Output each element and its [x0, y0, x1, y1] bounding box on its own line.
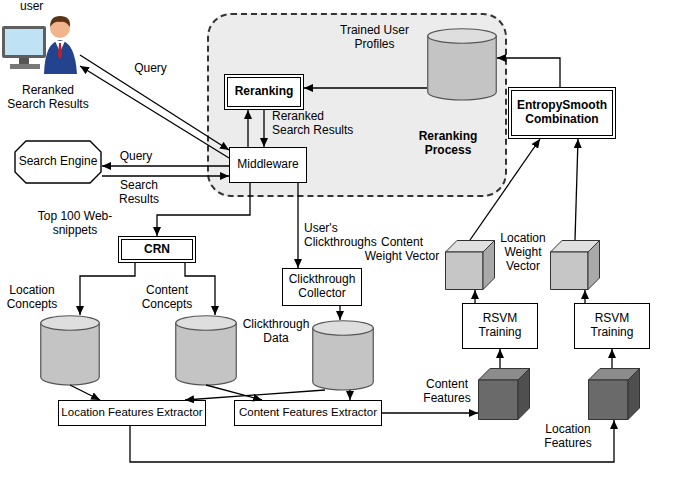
node-label: Content Features Extractor	[237, 406, 379, 419]
data-store: Content Concepts	[128, 282, 240, 387]
cylinder-body	[41, 323, 100, 385]
cube-side	[483, 241, 495, 290]
connector-arrow	[611, 349, 612, 368]
person-hair	[50, 16, 70, 27]
person-tie	[58, 43, 62, 59]
cube-side	[588, 241, 600, 290]
cube-front	[589, 380, 629, 420]
edge-label: Search Results	[108, 179, 170, 207]
connector-arrow	[474, 290, 475, 303]
person-suit	[44, 40, 77, 74]
data-store: Clickthrough Data	[240, 306, 378, 392]
weight-vector-cube: Content Weight Vector	[362, 232, 497, 292]
connector-arrow	[584, 290, 585, 303]
edge-label: Query	[128, 62, 173, 76]
cube-front	[479, 380, 519, 420]
region-label: Reranking Process	[402, 130, 494, 158]
node-label: Location Weight Vector	[497, 232, 549, 273]
node-label: Clickthrough Collector	[285, 273, 359, 301]
cube-front	[551, 252, 589, 290]
user-icon-shape	[0, 12, 80, 74]
node-label: Location Concepts	[0, 284, 64, 312]
feature-cube: Location Features	[536, 366, 642, 454]
user-icon: user	[0, 0, 100, 76]
monitor-screen	[5, 29, 43, 55]
connector-arrow	[70, 385, 100, 400]
connector-arrow	[206, 385, 262, 400]
connector-arrow	[130, 420, 614, 462]
cylinder-body	[428, 36, 497, 100]
cube-side	[628, 369, 640, 420]
data-store-shape	[175, 315, 237, 385]
cube-front	[446, 252, 484, 290]
octagon-outline	[15, 141, 101, 183]
node-label: Middleware	[232, 158, 304, 172]
process-box: Reranking	[224, 74, 304, 110]
node-label: Content Features	[418, 378, 476, 406]
process-box: Clickthrough Collector	[282, 268, 362, 306]
process-box: Content Features Extractor	[234, 400, 382, 426]
edge-label: Reranked Search Results	[4, 84, 92, 112]
process-box: RSVM Training	[574, 303, 650, 349]
cylinder-body	[176, 323, 237, 385]
data-store-shape	[427, 28, 497, 100]
combination-box: EntropySmooth Combination	[508, 87, 616, 139]
edge-label: User's Clickthroughs	[304, 222, 386, 250]
node-label: RSVM Training	[577, 312, 647, 340]
cylinder-top	[176, 316, 237, 331]
node-label: RSVM Training	[465, 312, 535, 340]
monitor-frame	[2, 26, 46, 58]
node-label: user	[20, 0, 60, 14]
data-store-shape	[312, 320, 374, 390]
node-label: Location Features Extractor	[61, 406, 203, 419]
feature-cube-shape	[478, 368, 530, 420]
node-label: Search Engine	[16, 155, 100, 169]
node-label: Clickthrough Data	[240, 318, 312, 346]
connector-arrow	[575, 139, 578, 240]
process-box: CRN	[118, 236, 196, 263]
edge-label: Query	[114, 150, 158, 164]
node-label: Location Features	[536, 423, 600, 451]
node-label: Trained User Profiles	[327, 24, 422, 52]
node-label: Content Concepts	[128, 284, 206, 312]
keyboard	[10, 64, 40, 69]
monitor-stand	[19, 58, 29, 64]
process-box: Location Features Extractor	[58, 400, 206, 426]
process-region: Reranking Process RerankingMiddleware Trai…	[207, 13, 507, 197]
connector-arrow	[349, 390, 350, 400]
weight-vector-cube: Location Weight Vector	[497, 232, 602, 292]
process-box: RSVM Training	[462, 303, 538, 349]
connector-arrow	[80, 263, 135, 315]
cylinder-body	[313, 328, 374, 390]
feature-cube-shape	[588, 368, 640, 420]
node-label: Reranking	[230, 85, 298, 99]
cylinder-top	[428, 29, 497, 44]
edge-label: Top 100 Web-snippets	[34, 210, 116, 238]
process-box: Middleware	[229, 147, 307, 183]
connector-arrow	[382, 412, 478, 413]
cylinder-top	[313, 321, 374, 336]
feature-cube: Content Features	[418, 366, 532, 422]
data-store: Trained User Profiles	[327, 18, 499, 104]
cylinder-top	[41, 316, 100, 331]
node-label: CRN	[124, 243, 190, 257]
weight-vector-cube-shape	[550, 240, 600, 290]
cube-side	[518, 369, 530, 420]
connector-arrow	[185, 390, 325, 400]
connector-arrow	[339, 306, 340, 320]
data-store-shape	[40, 315, 100, 385]
edge-label: Reranked Search Results	[272, 110, 360, 138]
weight-vector-cube-shape	[445, 240, 495, 290]
data-store: Location Concepts	[0, 282, 102, 387]
node-label: EntropySmooth Combination	[514, 99, 610, 127]
search-engine: Search Engine	[14, 140, 102, 184]
connector-arrow	[499, 349, 500, 368]
